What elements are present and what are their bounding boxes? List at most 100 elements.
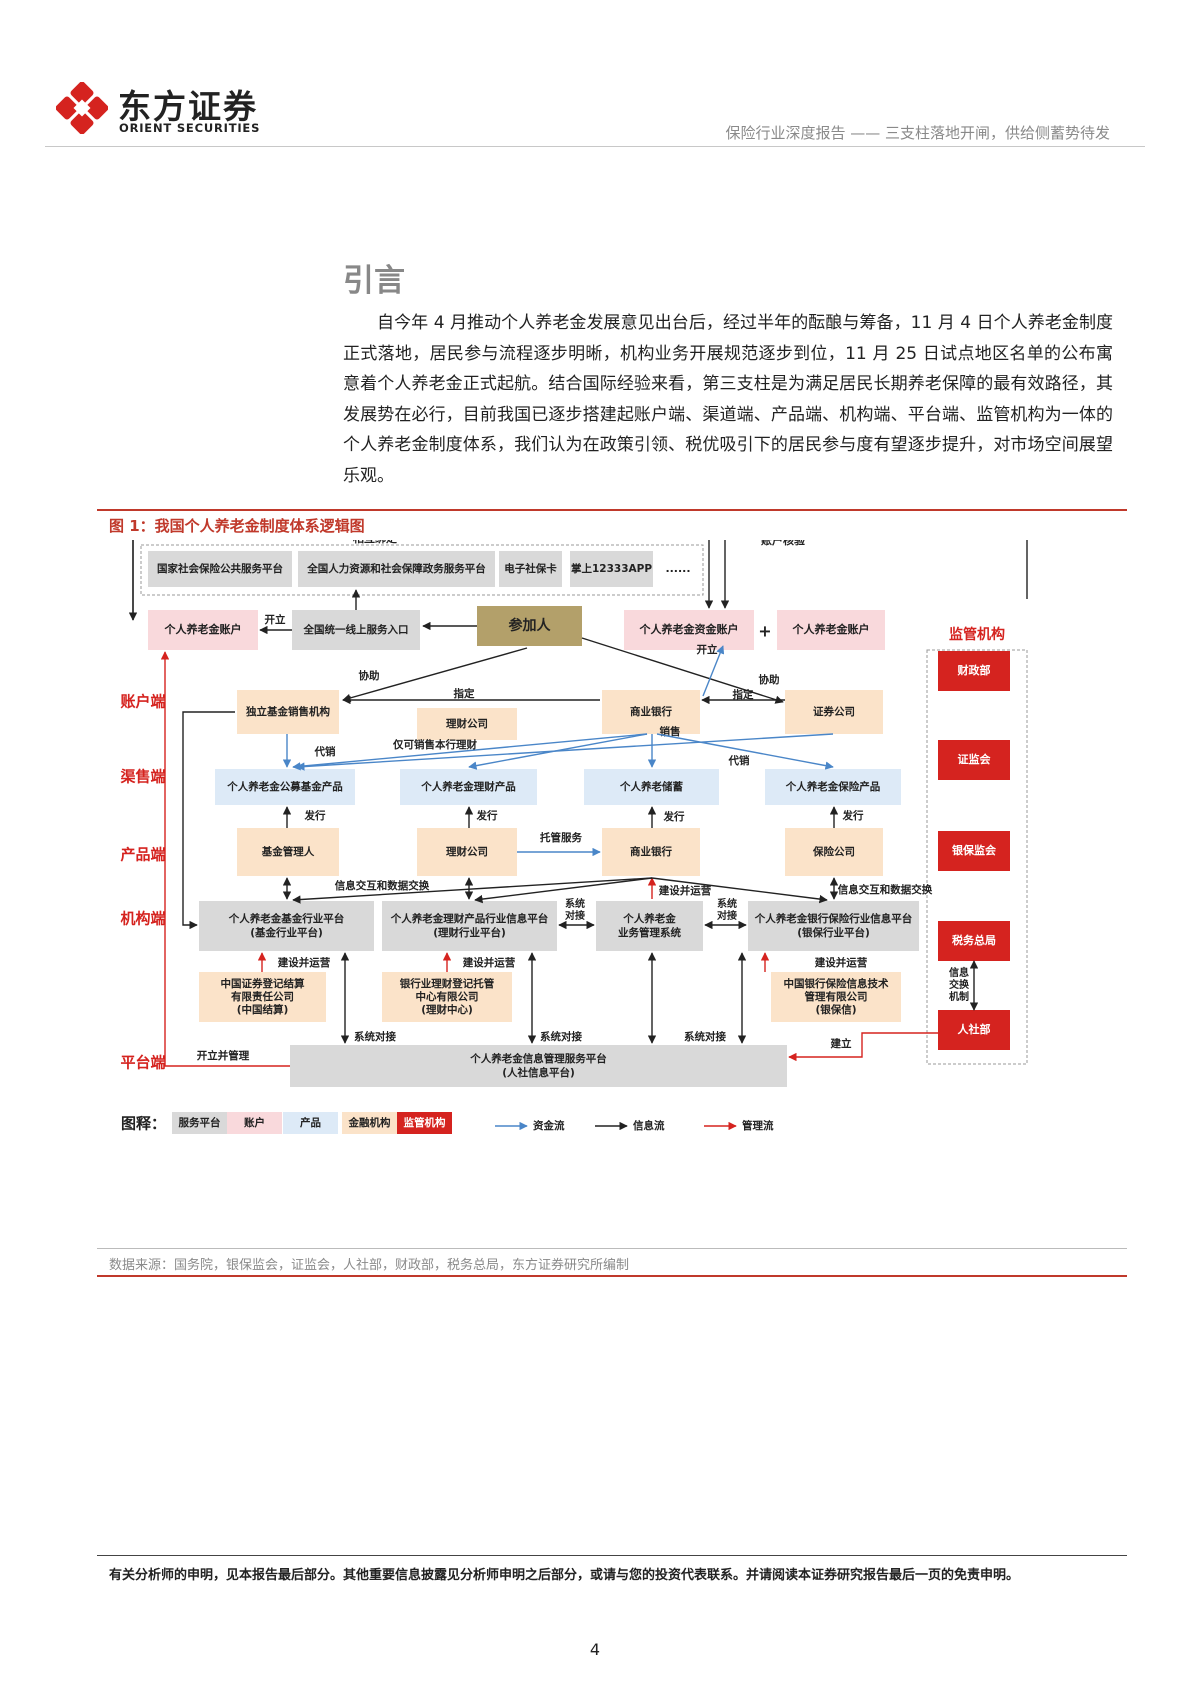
regulator-frame — [926, 649, 1028, 1065]
label-open: 开立 — [265, 613, 286, 626]
report-header-title: 保险行业深度报告 —— 三支柱落地开闸，供给侧蓄势待发 — [725, 124, 1110, 142]
central-platform-box — [290, 1045, 787, 1087]
insurance-company: 保险公司 — [812, 845, 855, 858]
legend-item-4-box — [397, 1112, 452, 1134]
label-info-exchange-left: 信息交互和数据交换 — [335, 879, 430, 892]
note-account-verify: 账户核验 — [761, 540, 806, 547]
account-right: 个人养老金账户 — [792, 622, 870, 636]
label-assist-left: 协助 — [359, 669, 380, 682]
label-designate-right: 指定 — [733, 688, 754, 701]
operator-csdc: (中国结算) — [237, 1003, 289, 1016]
product-insurance-box — [765, 769, 901, 805]
label-agency-left: 代销 — [314, 745, 336, 758]
service-platform-1: 全国人力资源和社会保障政务服务平台 — [306, 562, 486, 575]
intro-text: 自今年 4 月推动个人养老金发展意见出台后，经过半年的酝酿与筹备，11 月 4 … — [343, 313, 1113, 486]
label-sys-link-1: 系统对接 — [354, 1030, 396, 1043]
legend-item-0: 服务平台 — [179, 1116, 221, 1129]
label-build-op-3: 建设并运营 — [814, 956, 868, 969]
label-info-exchange-mech: 机制 — [949, 990, 969, 1003]
label-info-exchange-right: 信息交互和数据交换 — [838, 883, 933, 896]
brand-name-cn: 东方证券 — [118, 87, 258, 126]
fund-account-box — [624, 610, 754, 650]
platform-insurance: 个人养老金银行保险行业信息平台 — [754, 912, 913, 925]
bank-channel: 商业银行 — [630, 705, 672, 718]
label-designate-left: 指定 — [454, 687, 475, 700]
brand-name-en: ORIENT SECURITIES — [119, 121, 261, 135]
central-opens-account — [160, 651, 290, 1067]
securities-firm-box — [785, 690, 883, 734]
platform-fund-box — [199, 901, 374, 951]
service-platform-2-box — [499, 551, 562, 587]
label-issue-4: 发行 — [842, 809, 864, 822]
platform-fund: (基金行业平台) — [250, 926, 323, 939]
bank-opens-fund-account — [702, 645, 725, 697]
bank-channel-box — [602, 690, 700, 734]
legend-item-2: 产品 — [300, 1116, 321, 1129]
platform-insurance-box — [748, 901, 919, 951]
side-label-0: 账户端 — [120, 693, 165, 711]
independent-fund-seller-box — [237, 690, 339, 734]
header-divider — [45, 146, 1145, 147]
legend-item-0-box — [172, 1112, 227, 1134]
service-platform-1-box — [298, 551, 495, 587]
wealth-mgmt-company-box — [417, 828, 517, 876]
intro-paragraph: 自今年 4 月推动个人养老金发展意见出台后，经过半年的酝酿与筹备，11 月 4 … — [343, 308, 1113, 491]
legend-item-3-box — [342, 1112, 397, 1134]
platform-business-box — [596, 901, 703, 951]
source-top-rule — [97, 1248, 1127, 1249]
bank-sells-insurance — [656, 733, 834, 770]
regulator-2: 银保监会 — [952, 843, 997, 857]
wealth-mgmt-channel: 理财公司 — [446, 717, 488, 730]
bank-institution-box — [602, 828, 700, 876]
label-open-manage: 开立并管理 — [197, 1049, 250, 1062]
bank-info-wealth — [474, 877, 653, 904]
operator-wealth-center: 银行业理财登记托管 — [400, 977, 495, 990]
legend-item-3: 金融机构 — [348, 1116, 391, 1129]
service-platform-3-box — [570, 551, 653, 587]
regulator-1-box — [938, 740, 1010, 780]
operator-wealth-center-box — [382, 972, 512, 1022]
pension-system-diagram: 账户端渠售端产品端机构端平台端国家社会保险公共服务平台全国人力资源和社会保障政务… — [120, 540, 1028, 1134]
footer-disclaimer: 有关分析师的申明，见本报告最后部分。其他重要信息披露见分析师申明之后部分，或请与… — [109, 1568, 1020, 1583]
legend-flow-label-1: 信息流 — [633, 1119, 665, 1132]
label-assist-right: 协助 — [759, 673, 780, 686]
label-sys-link-3: 系统对接 — [684, 1030, 726, 1043]
service-platform-0: 国家社会保险公共服务平台 — [157, 562, 283, 575]
account-left-box — [148, 610, 258, 650]
side-label-3: 机构端 — [120, 910, 165, 928]
legend-title: 图释： — [121, 1115, 166, 1133]
service-frame — [140, 544, 704, 596]
insurance-company-box — [785, 828, 883, 876]
note-mutual-binding: 相互绑定 — [353, 540, 397, 545]
page-number: 4 — [589, 1640, 601, 1659]
platform-business: 业务管理系统 — [618, 926, 681, 939]
hrss-builds-platform — [788, 1032, 938, 1062]
regulator-1: 证监会 — [958, 752, 992, 766]
operator-csdc-box — [199, 972, 326, 1022]
bank-info-insurance — [651, 877, 828, 904]
label-build: 建立 — [830, 1037, 852, 1050]
label-issue-3: 发行 — [663, 810, 685, 823]
regulator-0-box — [938, 651, 1010, 691]
central-platform: (人社信息平台) — [502, 1066, 575, 1079]
independent-fund-seller: 独立基金销售机构 — [245, 705, 330, 718]
account-right-box — [777, 610, 885, 650]
regulator-0: 财政部 — [957, 663, 991, 677]
legend-flow-label-2: 管理流 — [742, 1119, 774, 1132]
footer-divider — [97, 1555, 1127, 1556]
label-issue-2: 发行 — [476, 809, 498, 822]
wealth-mgmt-channel-box — [417, 708, 517, 740]
securities-sells-fund — [296, 733, 834, 771]
fund-manager-box — [237, 828, 339, 876]
operator-csdc: 中国证券登记结算 — [221, 977, 305, 990]
section-title: 引言 — [343, 263, 405, 299]
service-platform-0-box — [148, 551, 292, 587]
label-custody: 托管服务 — [540, 831, 582, 844]
plus-sign: + — [758, 622, 771, 641]
label-bank-only: 仅可销售本行理财 — [392, 738, 477, 751]
securities-firm: 证券公司 — [813, 705, 855, 718]
label-sys-link-b: 系统 — [717, 897, 737, 910]
label-open-2: 开立 — [697, 643, 718, 656]
participant-to-securities — [581, 637, 784, 704]
product-wealth: 个人养老金理财产品 — [420, 780, 516, 793]
